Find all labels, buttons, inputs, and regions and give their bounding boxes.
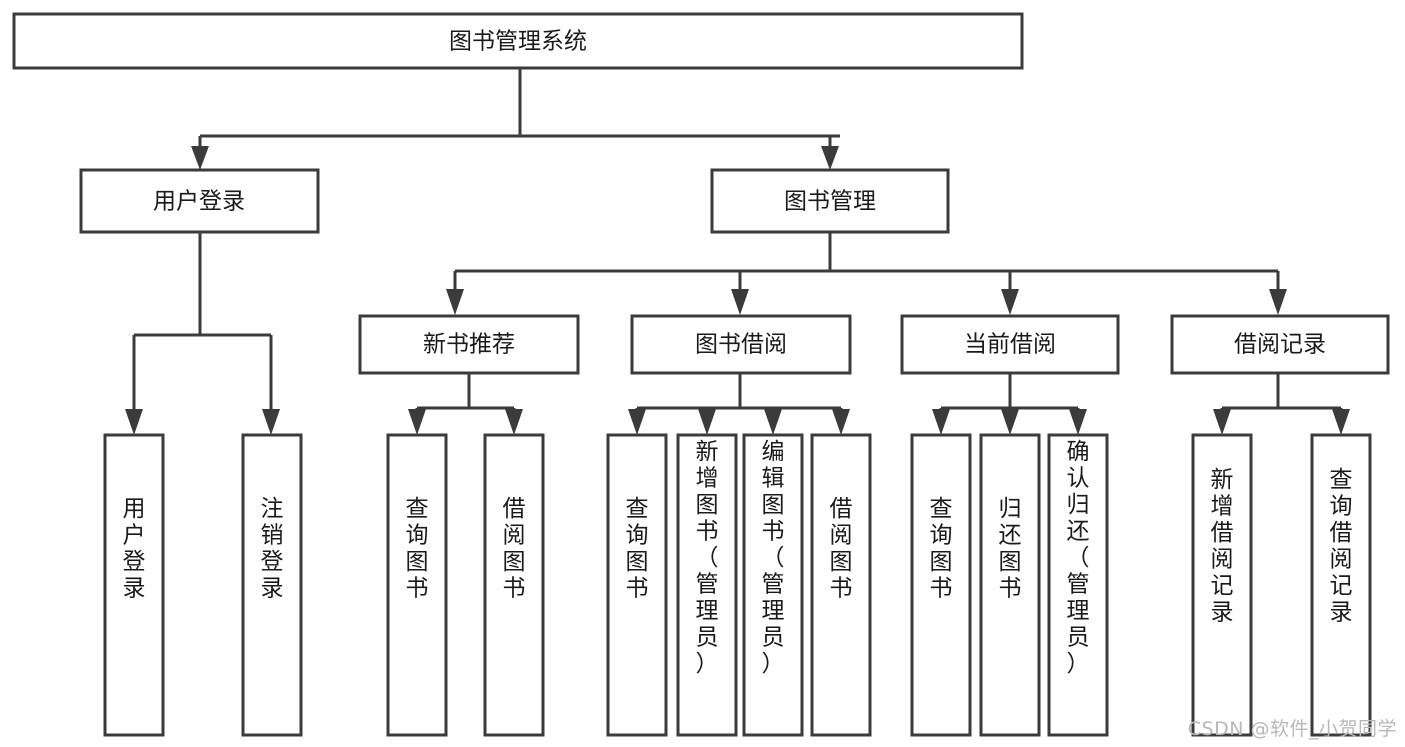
node-leaf-query-book-2[interactable]: 查询图书 [606,433,668,737]
node-leaf-add-record[interactable]: 新增借阅记录 [1191,433,1253,737]
node-leaf-user-login[interactable]: 用户登录 [103,433,165,737]
csdn-watermark: CSDN @软件_小贺同学 [1187,718,1397,740]
node-borrow-record-label: 借阅记录 [1234,332,1326,358]
node-leaf-query-book-3[interactable]: 查询图书 [910,433,972,737]
node-borrow-record[interactable]: 借阅记录 [1170,314,1390,375]
node-book-management[interactable]: 图书管理 [710,168,950,234]
node-leaf-query-book-3-label: 查询图书 [930,496,953,602]
node-leaf-confirm-return-label: 确认归还（管理员） [1067,439,1090,677]
node-leaf-query-book-1-label: 查询图书 [406,496,429,602]
node-leaf-edit-book[interactable]: 编辑图书（管理员） [742,433,804,737]
connector-current-borrow-to-leaves [932,373,1087,435]
connector-book-management-to-level3 [446,232,1287,315]
node-leaf-borrow-book-1-label: 借阅图书 [503,496,526,602]
node-root[interactable]: 图书管理系统 [12,12,1024,70]
node-leaf-borrow-book-1[interactable]: 借阅图书 [483,433,545,737]
node-leaf-confirm-return[interactable]: 确认归还（管理员） [1047,433,1109,737]
connector-book-borrow-to-leaves [628,373,850,435]
connector-borrow-record-to-leaves [1213,373,1350,435]
node-leaf-logout-login[interactable]: 注销登录 [241,433,303,737]
node-user-login[interactable]: 用户登录 [79,168,320,234]
node-new-book-recommend[interactable]: 新书推荐 [358,314,580,375]
node-book-management-label: 图书管理 [784,189,876,215]
node-leaf-user-login-label: 用户登录 [123,496,146,602]
connector-user-login-to-leaves [125,232,280,435]
node-leaf-query-book-1[interactable]: 查询图书 [386,433,448,737]
node-leaf-add-book[interactable]: 新增图书（管理员） [676,433,738,737]
node-leaf-add-book-label: 新增图书（管理员） [696,439,719,677]
node-leaf-logout-login-label: 注销登录 [261,496,284,602]
node-leaf-query-record[interactable]: 查询借阅记录 [1310,433,1372,737]
node-leaf-query-record-label: 查询借阅记录 [1330,467,1353,626]
node-root-label: 图书管理系统 [449,29,587,55]
node-leaf-borrow-book-2-label: 借阅图书 [830,496,853,602]
node-book-borrow-label: 图书借阅 [695,332,787,358]
node-leaf-query-book-2-label: 查询图书 [626,496,649,602]
connector-root-to-level2 [191,68,840,170]
node-leaf-return-book[interactable]: 归还图书 [979,433,1041,737]
node-book-borrow[interactable]: 图书借阅 [630,314,852,375]
node-leaf-borrow-book-2[interactable]: 借阅图书 [810,433,872,737]
connector-new-book-recommend-to-leaves [408,373,523,435]
node-current-borrow[interactable]: 当前借阅 [900,314,1120,375]
node-leaf-add-record-label: 新增借阅记录 [1211,467,1234,626]
node-leaf-edit-book-label: 编辑图书（管理员） [762,439,785,677]
node-current-borrow-label: 当前借阅 [964,332,1056,358]
node-new-book-recommend-label: 新书推荐 [423,332,515,358]
node-user-login-label: 用户登录 [153,189,245,215]
node-leaf-return-book-label: 归还图书 [999,496,1022,602]
